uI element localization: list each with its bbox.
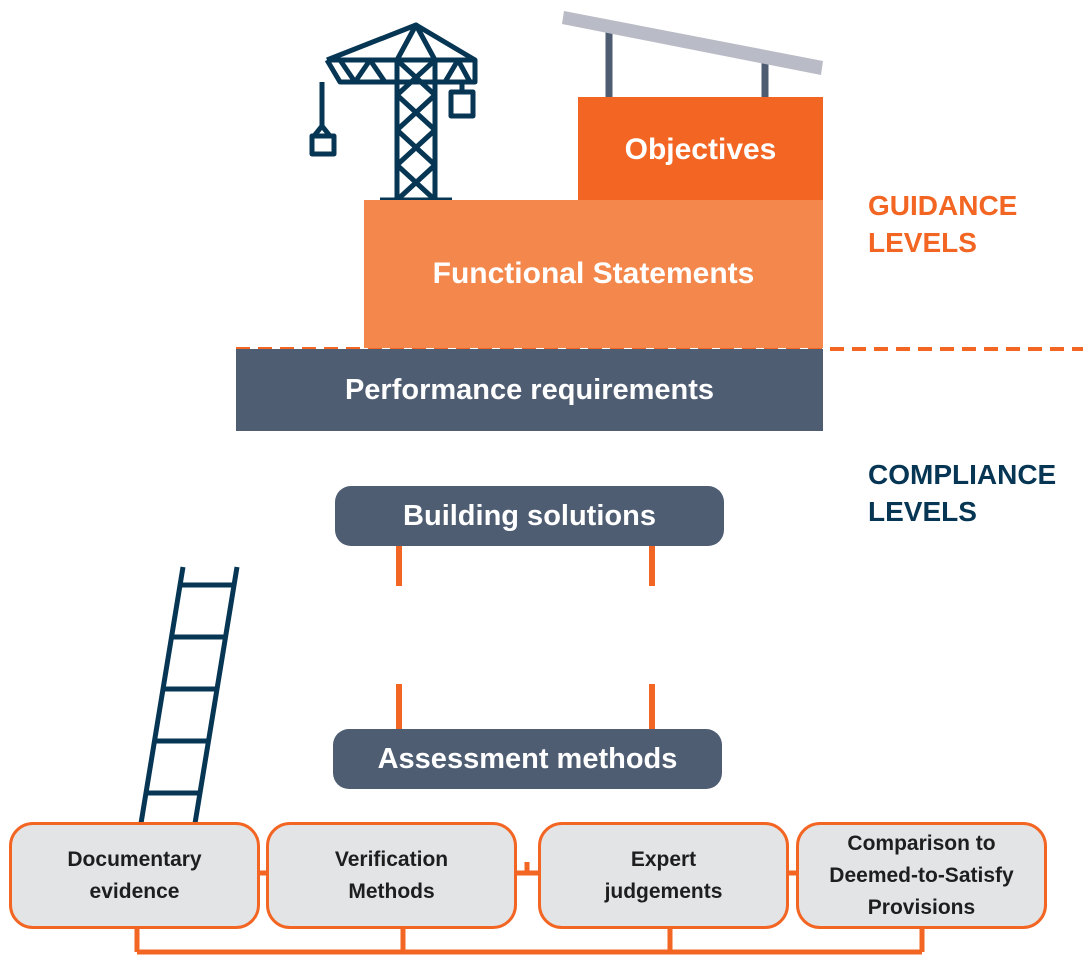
deemed-to-satisfy-line2: Provisions — [348, 646, 456, 669]
compliance-levels-line1: COMPLIANCE — [868, 459, 1057, 490]
comparison-to-dts-box: Comparison to Deemed-to-Satisfy Provisio… — [796, 822, 1047, 929]
evidence-line: Provisions — [867, 895, 976, 919]
guidance-levels-line2: LEVELS — [868, 227, 977, 258]
alternative-solutions-label: Alternative Solutions — [548, 608, 748, 674]
performance-requirements-label: Performance requirements — [344, 373, 715, 406]
evidence-line: judgements — [604, 879, 723, 903]
alternative-solutions-line2: Solutions — [600, 646, 696, 669]
guidance-levels-label: GUIDANCE LEVELS — [868, 187, 1017, 261]
deemed-to-satisfy-label: Deemed-to-Satisfy Provisions — [286, 608, 518, 674]
evidence-line: Documentary — [67, 847, 202, 871]
evidence-line: Methods — [348, 879, 435, 903]
arrow-up-icon — [509, 793, 545, 862]
roof-icon — [562, 11, 823, 97]
guidance-levels-line1: GUIDANCE — [868, 190, 1018, 221]
building-solutions-pill: Building solutions — [335, 486, 724, 546]
functional-statements-block: Functional Statements — [364, 200, 823, 348]
assessment-methods-label: Assessment methods — [377, 742, 678, 775]
assessment-methods-pill: Assessment methods — [333, 729, 722, 789]
verification-methods-box: Verification Methods — [266, 822, 517, 929]
evidence-line: Deemed-to-Satisfy — [829, 863, 1014, 887]
compliance-levels-label: COMPLIANCE LEVELS — [868, 456, 1056, 530]
alternative-solutions-line1: Alternative — [593, 613, 703, 636]
objectives-label: Objectives — [624, 133, 777, 166]
evidence-line: Expert — [630, 847, 697, 871]
evidence-line: evidence — [89, 879, 180, 903]
documentary-evidence-box: Documentary evidence — [9, 822, 260, 929]
evidence-line: Comparison to — [847, 831, 996, 855]
ladder-icon — [132, 566, 240, 861]
crane-icon — [309, 22, 478, 203]
expert-judgements-box: Expert judgements — [538, 822, 789, 929]
objectives-block: Objectives — [578, 97, 823, 203]
arrow-up-icon — [522, 433, 558, 486]
building-solutions-label: Building solutions — [403, 499, 656, 532]
performance-requirements-block: Performance requirements — [236, 349, 823, 431]
deemed-to-satisfy-line1: Deemed-to-Satisfy — [309, 613, 495, 636]
compliance-levels-line2: LEVELS — [868, 496, 977, 527]
functional-statements-label: Functional Statements — [432, 257, 755, 290]
evidence-line: Verification — [334, 847, 449, 871]
path-connectors — [396, 546, 655, 729]
